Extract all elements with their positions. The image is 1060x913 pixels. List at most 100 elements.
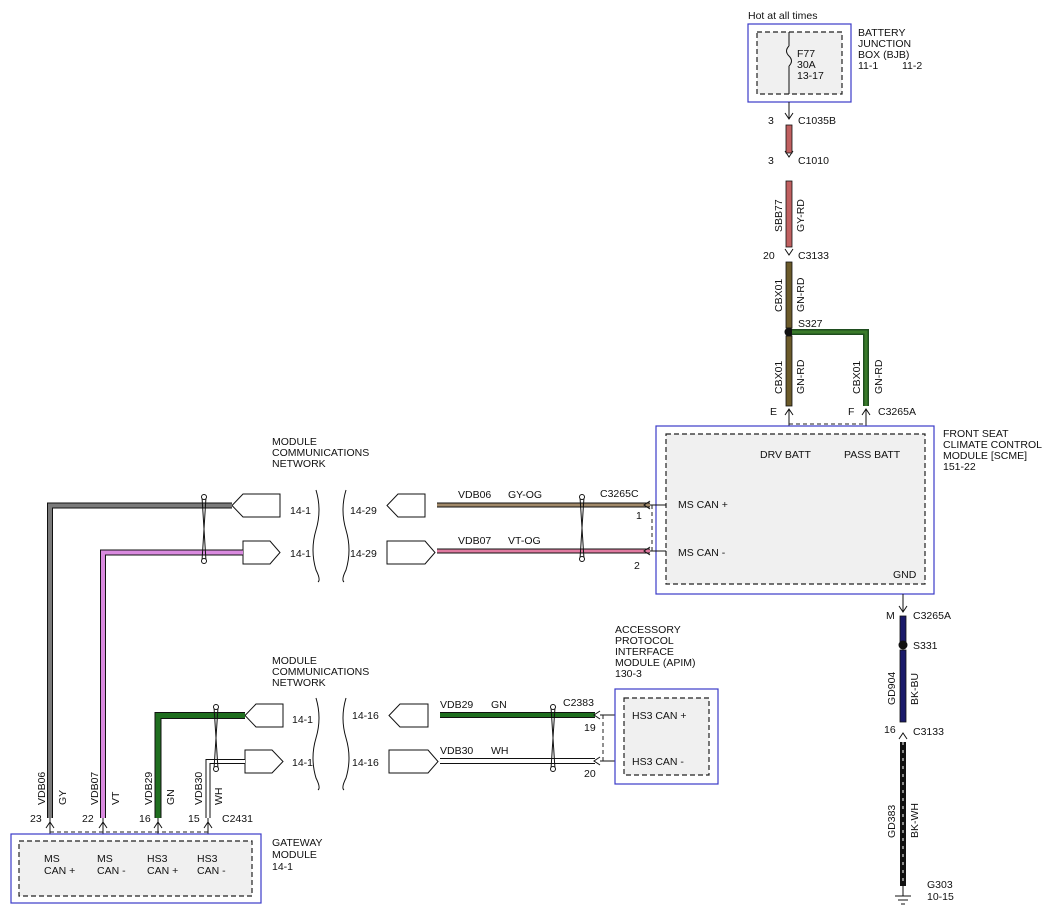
twist-right-2 — [579, 496, 585, 560]
wire-cbx01-drv-name: CBX01 — [773, 361, 785, 394]
bjb-title-2: JUNCTION — [858, 38, 911, 50]
c3265c-label: C3265C — [600, 488, 639, 500]
twist-hs3-right-bot — [550, 766, 556, 772]
hot-at-all-times-label: Hot at all times — [748, 10, 817, 22]
twist-right-bot — [579, 556, 585, 562]
front-seat-climate-control-module: FRONT SEAT CLIMATE CONTROL MODULE [SCME]… — [650, 425, 1042, 595]
mcn2-plug-a — [244, 703, 284, 728]
scme-ms-can-minus: MS CAN - — [678, 547, 726, 559]
gw-pin-23: 23 — [30, 813, 42, 825]
wire-vdb07-name: VDB07 — [458, 535, 491, 547]
connector-c1035b-arrow — [784, 112, 794, 120]
scme-drv-batt: DRV BATT — [760, 449, 812, 461]
mcn2-ref-b: 14-1 — [292, 757, 313, 769]
c3265c-pin2: 2 — [634, 560, 640, 572]
twist-hs3-right-2 — [550, 706, 556, 770]
mcn2-title-3: NETWORK — [272, 677, 326, 689]
mcn2-plug-b — [244, 749, 284, 774]
wire-vdb06-name: VDB06 — [458, 489, 491, 501]
scme-inner — [665, 433, 926, 585]
wire-gd904-top — [899, 615, 907, 643]
bjb-ref-2: 11-2 — [902, 60, 922, 72]
gw-hs3-can-plus-2: CAN + — [147, 865, 178, 877]
mcn1-title-1: MODULE — [272, 436, 317, 448]
wire-vdb07-color: VT-OG — [508, 535, 541, 547]
mcn2-break-right — [342, 697, 350, 791]
wire-cbx01-pass-core — [792, 330, 868, 406]
gw-hs3-can-minus-2: CAN - — [197, 865, 226, 877]
ms-can-network: MODULE COMMUNICATIONS NETWORK 14-1 14-1 … — [47, 436, 651, 818]
pin-m: M — [886, 610, 895, 622]
wire-sbb77-color: GY-RD — [795, 199, 807, 232]
c1035b-pin: 3 — [768, 115, 774, 127]
wire-v-vdb06-core — [48, 503, 232, 818]
apim-title-3: INTERFACE — [615, 646, 674, 658]
splice-s331 — [898, 640, 908, 650]
scme-title-3: MODULE [SCME] — [943, 450, 1027, 462]
mcn1-title-3: NETWORK — [272, 458, 326, 470]
connector-c3265a-bot-arrow — [898, 605, 908, 613]
gateway-title-2: MODULE — [272, 849, 317, 861]
v-vdb07-name: VDB07 — [89, 772, 101, 805]
mcn1-ref-b: 14-1 — [290, 548, 311, 560]
s327-label: S327 — [798, 318, 823, 330]
twist-hs3-right-top — [550, 704, 556, 710]
apim-title-4: MODULE (APIM) — [615, 657, 696, 669]
pin1-arrow — [643, 500, 651, 510]
v-vdb06-color: GY — [57, 790, 69, 805]
twist-left-bot — [201, 558, 207, 564]
c3133-bot-label: C3133 — [913, 726, 944, 738]
gateway-circuits: VDB06 GY VDB07 VT VDB29 GN VDB30 WH 23 2… — [30, 772, 253, 842]
gateway-ref: 14-1 — [272, 861, 293, 873]
c1035b-label: C1035B — [798, 115, 836, 127]
mcn1-break-left — [312, 489, 320, 583]
scme-ms-can-plus: MS CAN + — [678, 499, 728, 511]
wire-vdb06-color: GY-OG — [508, 489, 542, 501]
wire-cbx01-drv-color: GN-RD — [795, 359, 807, 394]
c2383-label: C2383 — [563, 697, 594, 709]
apim-title-1: ACCESSORY — [615, 624, 681, 636]
wire-gd383-name: GD383 — [886, 805, 898, 838]
fuse-icon — [786, 45, 792, 67]
pin-e: E — [770, 406, 777, 418]
gateway-title-1: GATEWAY — [272, 837, 323, 849]
mcn1-plug-a — [231, 493, 281, 518]
v-vdb29-name: VDB29 — [143, 772, 155, 805]
pin2-arrow — [643, 546, 651, 556]
battery-junction-box: Hot at all times BATTERY JUNCTION BOX (B… — [747, 10, 922, 103]
g303-label: G303 — [927, 879, 953, 891]
wire-vdb30-name: VDB30 — [440, 745, 473, 757]
twist-right-top — [579, 494, 585, 500]
s331-label: S331 — [913, 640, 938, 652]
wire-cbx01-pass-name: CBX01 — [851, 361, 863, 394]
apim-hs3-can-minus: HS3 CAN - — [632, 756, 684, 768]
g303-ref: 10-15 — [927, 891, 954, 903]
wire-sbb77-name: SBB77 — [773, 199, 785, 232]
mcn1-title-2: COMMUNICATIONS — [272, 447, 369, 459]
gw-ms-can-minus-1: MS — [97, 853, 113, 865]
apim-inner — [623, 697, 710, 776]
scme-ground-circuit: M C3265A S331 GD904 BK-BU 16 C3133 GD383… — [884, 594, 954, 905]
gw-ms-can-plus-2: CAN + — [44, 865, 75, 877]
scme-pass-batt: PASS BATT — [844, 449, 901, 461]
v-vdb06-name: VDB06 — [36, 772, 48, 805]
wire-cbx01-feed-color: GN-RD — [795, 277, 807, 312]
gw-hs3-can-plus-1: HS3 — [147, 853, 168, 865]
v-vdb30-name: VDB30 — [193, 772, 205, 805]
apim-ref: 130-3 — [615, 668, 642, 680]
wire-cbx01-drv — [785, 335, 793, 407]
wire-vdb29-color: GN — [491, 699, 507, 711]
mcn2-title-1: MODULE — [272, 655, 317, 667]
bjb-title-3: BOX (BJB) — [858, 49, 909, 61]
gw-pin-16: 16 — [139, 813, 151, 825]
twist-hs3-left-2 — [213, 706, 219, 770]
twist-hs3-left-top — [213, 704, 219, 710]
gw-pin-22: 22 — [82, 813, 94, 825]
v-vdb30-color: WH — [213, 788, 225, 806]
gw-pin-15: 15 — [188, 813, 200, 825]
bjb-title-1: BATTERY — [858, 27, 905, 39]
gw-ms-can-minus-2: CAN - — [97, 865, 126, 877]
wire-cbx01-feed — [785, 261, 793, 329]
mcn1-ref-a: 14-1 — [290, 505, 311, 517]
